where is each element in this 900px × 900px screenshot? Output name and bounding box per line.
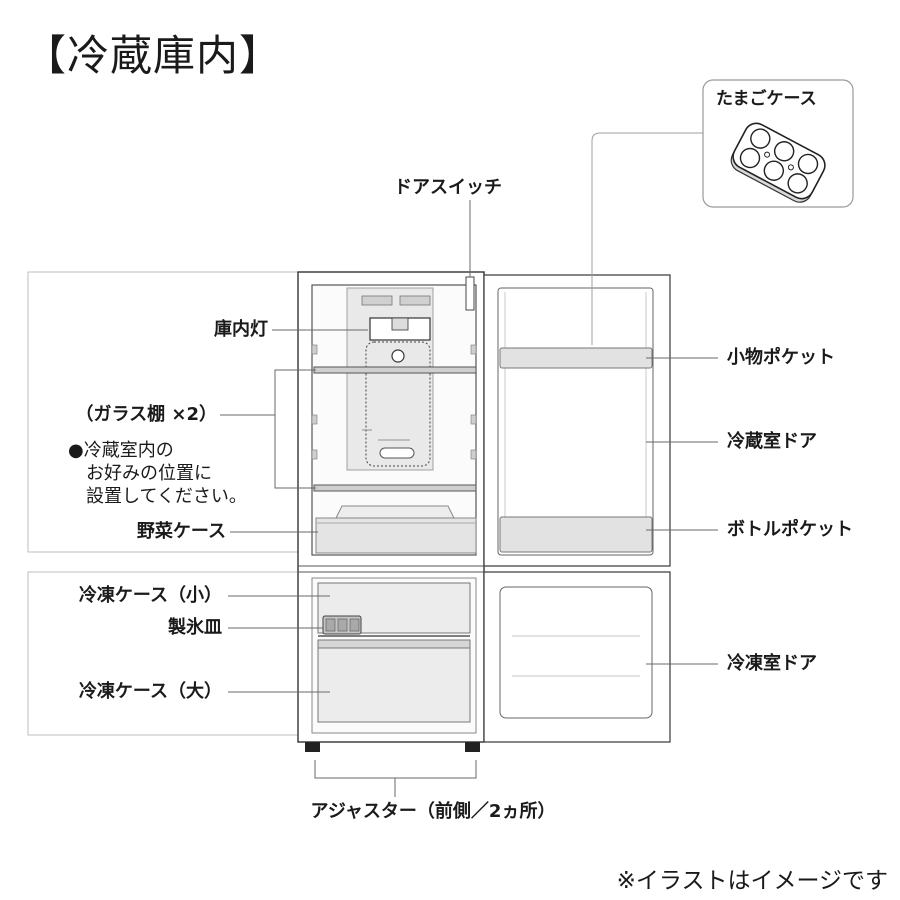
- temperature-knob: [391, 349, 405, 363]
- glass-shelf-upper: [313, 366, 477, 374]
- vegetable-case-label: 野菜ケース: [136, 521, 226, 542]
- fridge-door-label: 冷蔵室ドア: [727, 431, 817, 452]
- egg-case-icon: [730, 122, 826, 203]
- glass-shelf-label: （ガラス棚 ×2）: [75, 404, 217, 425]
- freezer-section-frame: [27, 571, 300, 736]
- freezer-case-large: [317, 639, 471, 723]
- page-title: 【冷蔵庫内】: [24, 31, 283, 80]
- illustration-footnote: ※イラストはイメージです: [616, 868, 888, 894]
- ice-tray-label: 製氷皿: [168, 617, 222, 638]
- interior-light-lens: [391, 317, 409, 331]
- glass-shelf-lower: [313, 484, 477, 492]
- door-switch-label: ドアスイッチ: [394, 177, 502, 198]
- drain-cap: [379, 447, 415, 459]
- freezer-case-large-label: 冷凍ケース（大）: [78, 681, 222, 702]
- air-vent-right: [399, 295, 431, 306]
- accessory-pocket-label: 小物ポケット: [727, 347, 835, 368]
- leader-lines: [220, 132, 718, 797]
- adjuster-foot-left: [305, 742, 320, 752]
- bottle-pocket-label: ボトルポケット: [727, 519, 853, 540]
- door-switch: [465, 276, 475, 311]
- freezer-door-label: 冷凍室ドア: [727, 653, 817, 674]
- leader-adjuster-bracket: [314, 760, 477, 779]
- ice-tray: [322, 615, 362, 635]
- freezer-door-inner: [499, 586, 653, 719]
- leader-egg-case: [591, 132, 703, 345]
- refrigerator-door-inner: [497, 287, 654, 556]
- vegetable-case-rail: [335, 505, 455, 519]
- shelf-note-line-1: ●冷蔵室内の: [68, 440, 174, 461]
- control-area-outline: [365, 341, 431, 467]
- adjuster-label: アジャスター（前側／2ヵ所）: [310, 801, 556, 822]
- freezer-case-small-label: 冷凍ケース（小）: [78, 585, 222, 606]
- accessory-pocket: [499, 347, 653, 369]
- shelf-supports: [311, 344, 477, 460]
- refrigerator-section-frame: [27, 271, 300, 553]
- egg-case-label: たまごケース: [716, 89, 817, 109]
- interior-light-label: 庫内灯: [214, 319, 268, 340]
- bottle-pocket: [499, 516, 653, 553]
- vegetable-case: [315, 517, 477, 554]
- freezer-case-large-handle: [317, 639, 471, 649]
- back-panel: [346, 287, 434, 471]
- leader-glass-shelf-bracket: [274, 369, 316, 489]
- air-vent-left: [361, 295, 393, 306]
- adjuster-foot-right: [465, 742, 480, 752]
- shelf-note-line-3: 設置してください。: [86, 486, 247, 507]
- shelf-note-line-2: お好みの位置に: [86, 463, 212, 484]
